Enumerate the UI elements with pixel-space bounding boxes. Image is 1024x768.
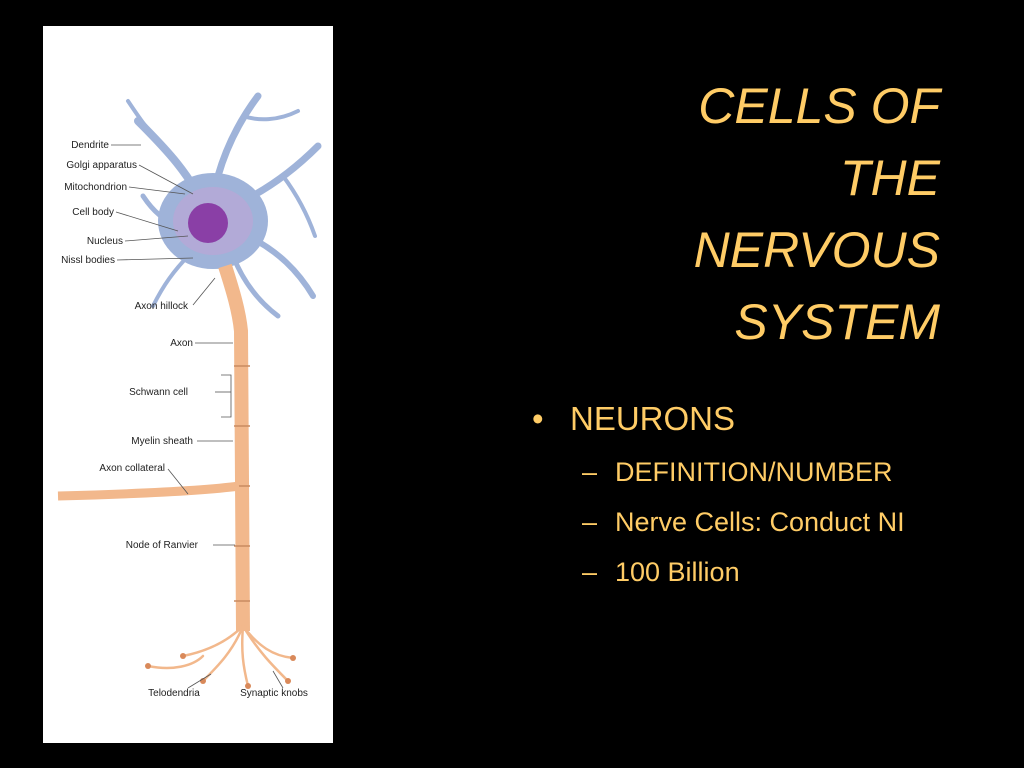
label-axon-hillock: Axon hillock [135, 301, 189, 312]
title-line: NERVOUS [693, 222, 940, 278]
label-node-of-ranvier: Node of Ranvier [126, 540, 199, 551]
telodendria-shape [146, 624, 295, 688]
label-dendrite: Dendrite [71, 140, 109, 151]
sub-bullet-item: –100 Billion [582, 557, 740, 588]
sub-bullet-marker: – [582, 457, 598, 487]
title-line: CELLS OF [698, 78, 940, 134]
sub-bullet-text: Nerve Cells: Conduct NI [615, 507, 905, 537]
axon-shape [218, 263, 250, 632]
label-telodendria: Telodendria [148, 688, 200, 699]
sub-bullet-marker: – [582, 557, 598, 587]
sub-bullet-text: 100 Billion [615, 557, 740, 587]
label-nucleus: Nucleus [87, 236, 123, 247]
sub-bullet-item: –DEFINITION/NUMBER [582, 457, 893, 488]
label-golgi-apparatus: Golgi apparatus [66, 160, 137, 171]
nucleus-shape [188, 203, 228, 243]
bullet-text: NEURONS [570, 400, 736, 437]
slide-title: CELLS OF THE NERVOUS SYSTEM [560, 70, 940, 358]
sub-bullet-text: DEFINITION/NUMBER [615, 457, 893, 487]
neuron-diagram: Dendrite Golgi apparatus Mitochondrion C… [43, 26, 333, 743]
leader-lines [111, 144, 284, 689]
label-myelin-sheath: Myelin sheath [131, 436, 193, 447]
label-synaptic-knobs: Synaptic knobs [240, 688, 308, 699]
label-axon-collateral: Axon collateral [99, 463, 165, 474]
title-line: THE [840, 150, 940, 206]
label-schwann-cell: Schwann cell [129, 387, 188, 398]
label-mitochondrion: Mitochondrion [64, 182, 127, 193]
sub-bullet-item: –Nerve Cells: Conduct NI [582, 507, 905, 538]
sub-bullet-marker: – [582, 507, 598, 537]
synaptic-knobs-shape [145, 653, 296, 689]
label-cell-body: Cell body [72, 207, 114, 218]
label-axon: Axon [170, 338, 193, 349]
bullet-marker: • [532, 400, 544, 437]
bullet-item-neurons: • NEURONS [532, 400, 735, 438]
title-line: SYSTEM [734, 294, 940, 350]
axon-collateral-shape [57, 481, 240, 501]
neuron-illustration: Dendrite Golgi apparatus Mitochondrion C… [57, 92, 322, 699]
label-nissl-bodies: Nissl bodies [61, 255, 115, 266]
